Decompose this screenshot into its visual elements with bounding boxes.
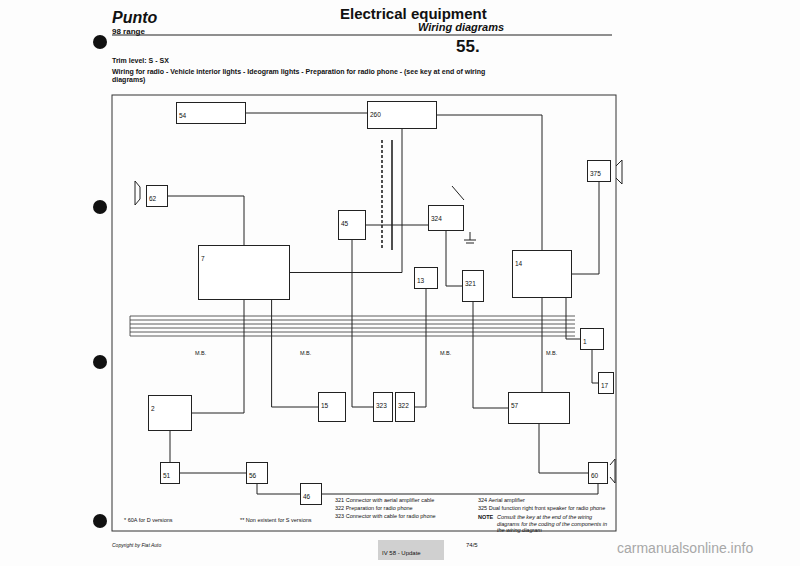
wire	[542, 298, 543, 392]
component-box: 1	[580, 328, 604, 350]
wire	[566, 298, 580, 339]
diagram-number: 55.	[456, 37, 480, 57]
wire	[473, 302, 508, 408]
component-box: 56	[246, 462, 268, 484]
component-box: 45	[338, 210, 366, 240]
callout-number: 1	[583, 338, 587, 345]
component-box: 15	[318, 392, 346, 422]
callout-number: 322	[398, 402, 409, 409]
wire	[539, 424, 588, 473]
component-box: 17	[598, 372, 614, 394]
diagram-subtitle: Wiring for radio - Vehicle interior ligh…	[112, 68, 502, 85]
ground-label: M.B.	[440, 350, 451, 357]
component-box: 321	[462, 270, 484, 302]
component-box: 46	[300, 483, 322, 505]
component-box: 13	[414, 267, 438, 289]
section-name: Wiring diagrams	[418, 21, 504, 34]
callout-number: 7	[201, 255, 205, 262]
wire	[168, 196, 244, 245]
ground-label: M.B.	[300, 350, 311, 357]
note-text: Consult the key at the end of the wiring…	[497, 514, 612, 534]
callout-number: 17	[601, 382, 608, 389]
wire	[446, 231, 462, 286]
header-rule	[112, 34, 612, 35]
wire	[192, 300, 244, 413]
component-box: 51	[160, 462, 180, 484]
callout-number: 46	[303, 493, 310, 500]
component-box: 322	[395, 392, 415, 422]
component-box: 324	[428, 205, 464, 231]
page-number: 74/5	[466, 542, 478, 549]
ground-label: M.B.	[195, 350, 206, 357]
callout-number: 56	[249, 472, 256, 479]
wire	[290, 129, 402, 273]
component-box: 14	[512, 250, 572, 298]
speaker-symbol	[135, 160, 622, 483]
callout-number: 324	[431, 215, 442, 222]
callout-number: 62	[149, 195, 156, 202]
key-entry: 321 Connector with aerial amplifier cabl…	[335, 497, 434, 504]
callout-number: 51	[163, 472, 170, 479]
ground-label: M.B.	[546, 350, 557, 357]
callout-number: 260	[370, 111, 381, 118]
wire	[246, 113, 367, 114]
wire	[170, 431, 171, 462]
wire	[366, 225, 428, 226]
diagram-frame	[112, 95, 616, 531]
callout-number: 54	[179, 112, 186, 119]
component-box: 375	[587, 160, 611, 182]
callout-number: 45	[341, 220, 348, 227]
punch-hole	[93, 35, 107, 49]
wire	[272, 300, 318, 407]
key-entry: 322 Preparation for radio phone	[335, 505, 413, 512]
watermark: carmanualsonline.info	[617, 540, 753, 557]
wire	[180, 473, 246, 474]
punch-hole	[93, 514, 107, 528]
note-heading: NOTE	[478, 514, 493, 521]
component-box: 60	[588, 462, 608, 484]
update-text: IV 58 - Update	[382, 550, 421, 557]
heavy-wire	[382, 140, 392, 250]
callout-number: 321	[465, 280, 476, 287]
component-box: 7	[198, 245, 290, 300]
callout-number: 57	[511, 402, 518, 409]
callout-number: 13	[417, 277, 424, 284]
model-range: 98 range	[112, 27, 145, 37]
wire	[257, 484, 300, 494]
callout-number: 60	[591, 472, 598, 479]
component-box: 57	[508, 392, 570, 424]
component-box: 54	[176, 102, 246, 124]
key-entry: 323 Connector with cable for radio phone	[335, 513, 436, 520]
wire	[322, 484, 598, 494]
wire	[415, 289, 426, 407]
component-box: 260	[367, 101, 437, 129]
callout-number: 375	[590, 170, 601, 177]
key-entry: 324 Aerial amplifier	[478, 497, 525, 504]
component-box: 62	[146, 185, 168, 207]
copyright: Copyright by Fiat Auto	[112, 542, 161, 548]
component-box: 323	[373, 392, 393, 422]
callout-number: 14	[515, 260, 522, 267]
key-entry: 325 Dual function right front speaker fo…	[478, 505, 605, 512]
trim-level: Trim level: S - SX	[112, 57, 169, 65]
punch-hole	[93, 200, 107, 214]
callout-number: 323	[376, 402, 387, 409]
wire	[572, 182, 599, 274]
footnote: ** Non existent for S versions	[240, 517, 312, 524]
component-box: 2	[148, 395, 192, 431]
callout-number: 2	[151, 405, 155, 412]
page-title: Electrical equipment	[340, 5, 487, 23]
footnote: * 60A for D versions	[124, 517, 173, 524]
callout-number: 15	[321, 402, 328, 409]
wire	[352, 240, 373, 407]
punch-hole	[93, 355, 107, 369]
manual-model: Punto	[112, 8, 157, 27]
update-tag: IV 58 - Update	[378, 540, 444, 560]
